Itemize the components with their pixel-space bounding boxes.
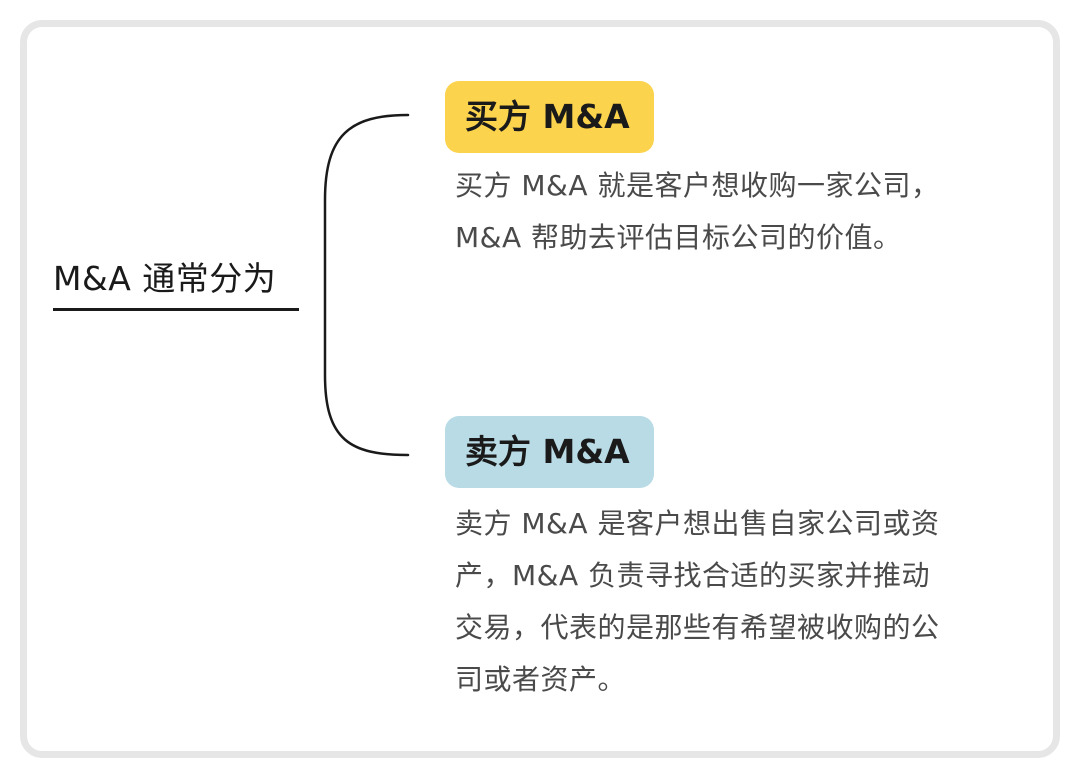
root-label: M&A 通常分为 (53, 259, 277, 298)
seller-ma-tag: 卖方 M&A (445, 416, 654, 488)
buyer-ma-tag: 买方 M&A (445, 81, 654, 153)
buyer-ma-description: 买方 M&A 就是客户想收购一家公司， M&A 帮助去评估目标公司的价值。 (455, 169, 940, 254)
seller-ma-description: 卖方 M&A 是客户想出售自家公司或资 产，M&A 负责寻找合适的买家并推动 交… (455, 507, 940, 696)
root-underline (53, 308, 299, 311)
